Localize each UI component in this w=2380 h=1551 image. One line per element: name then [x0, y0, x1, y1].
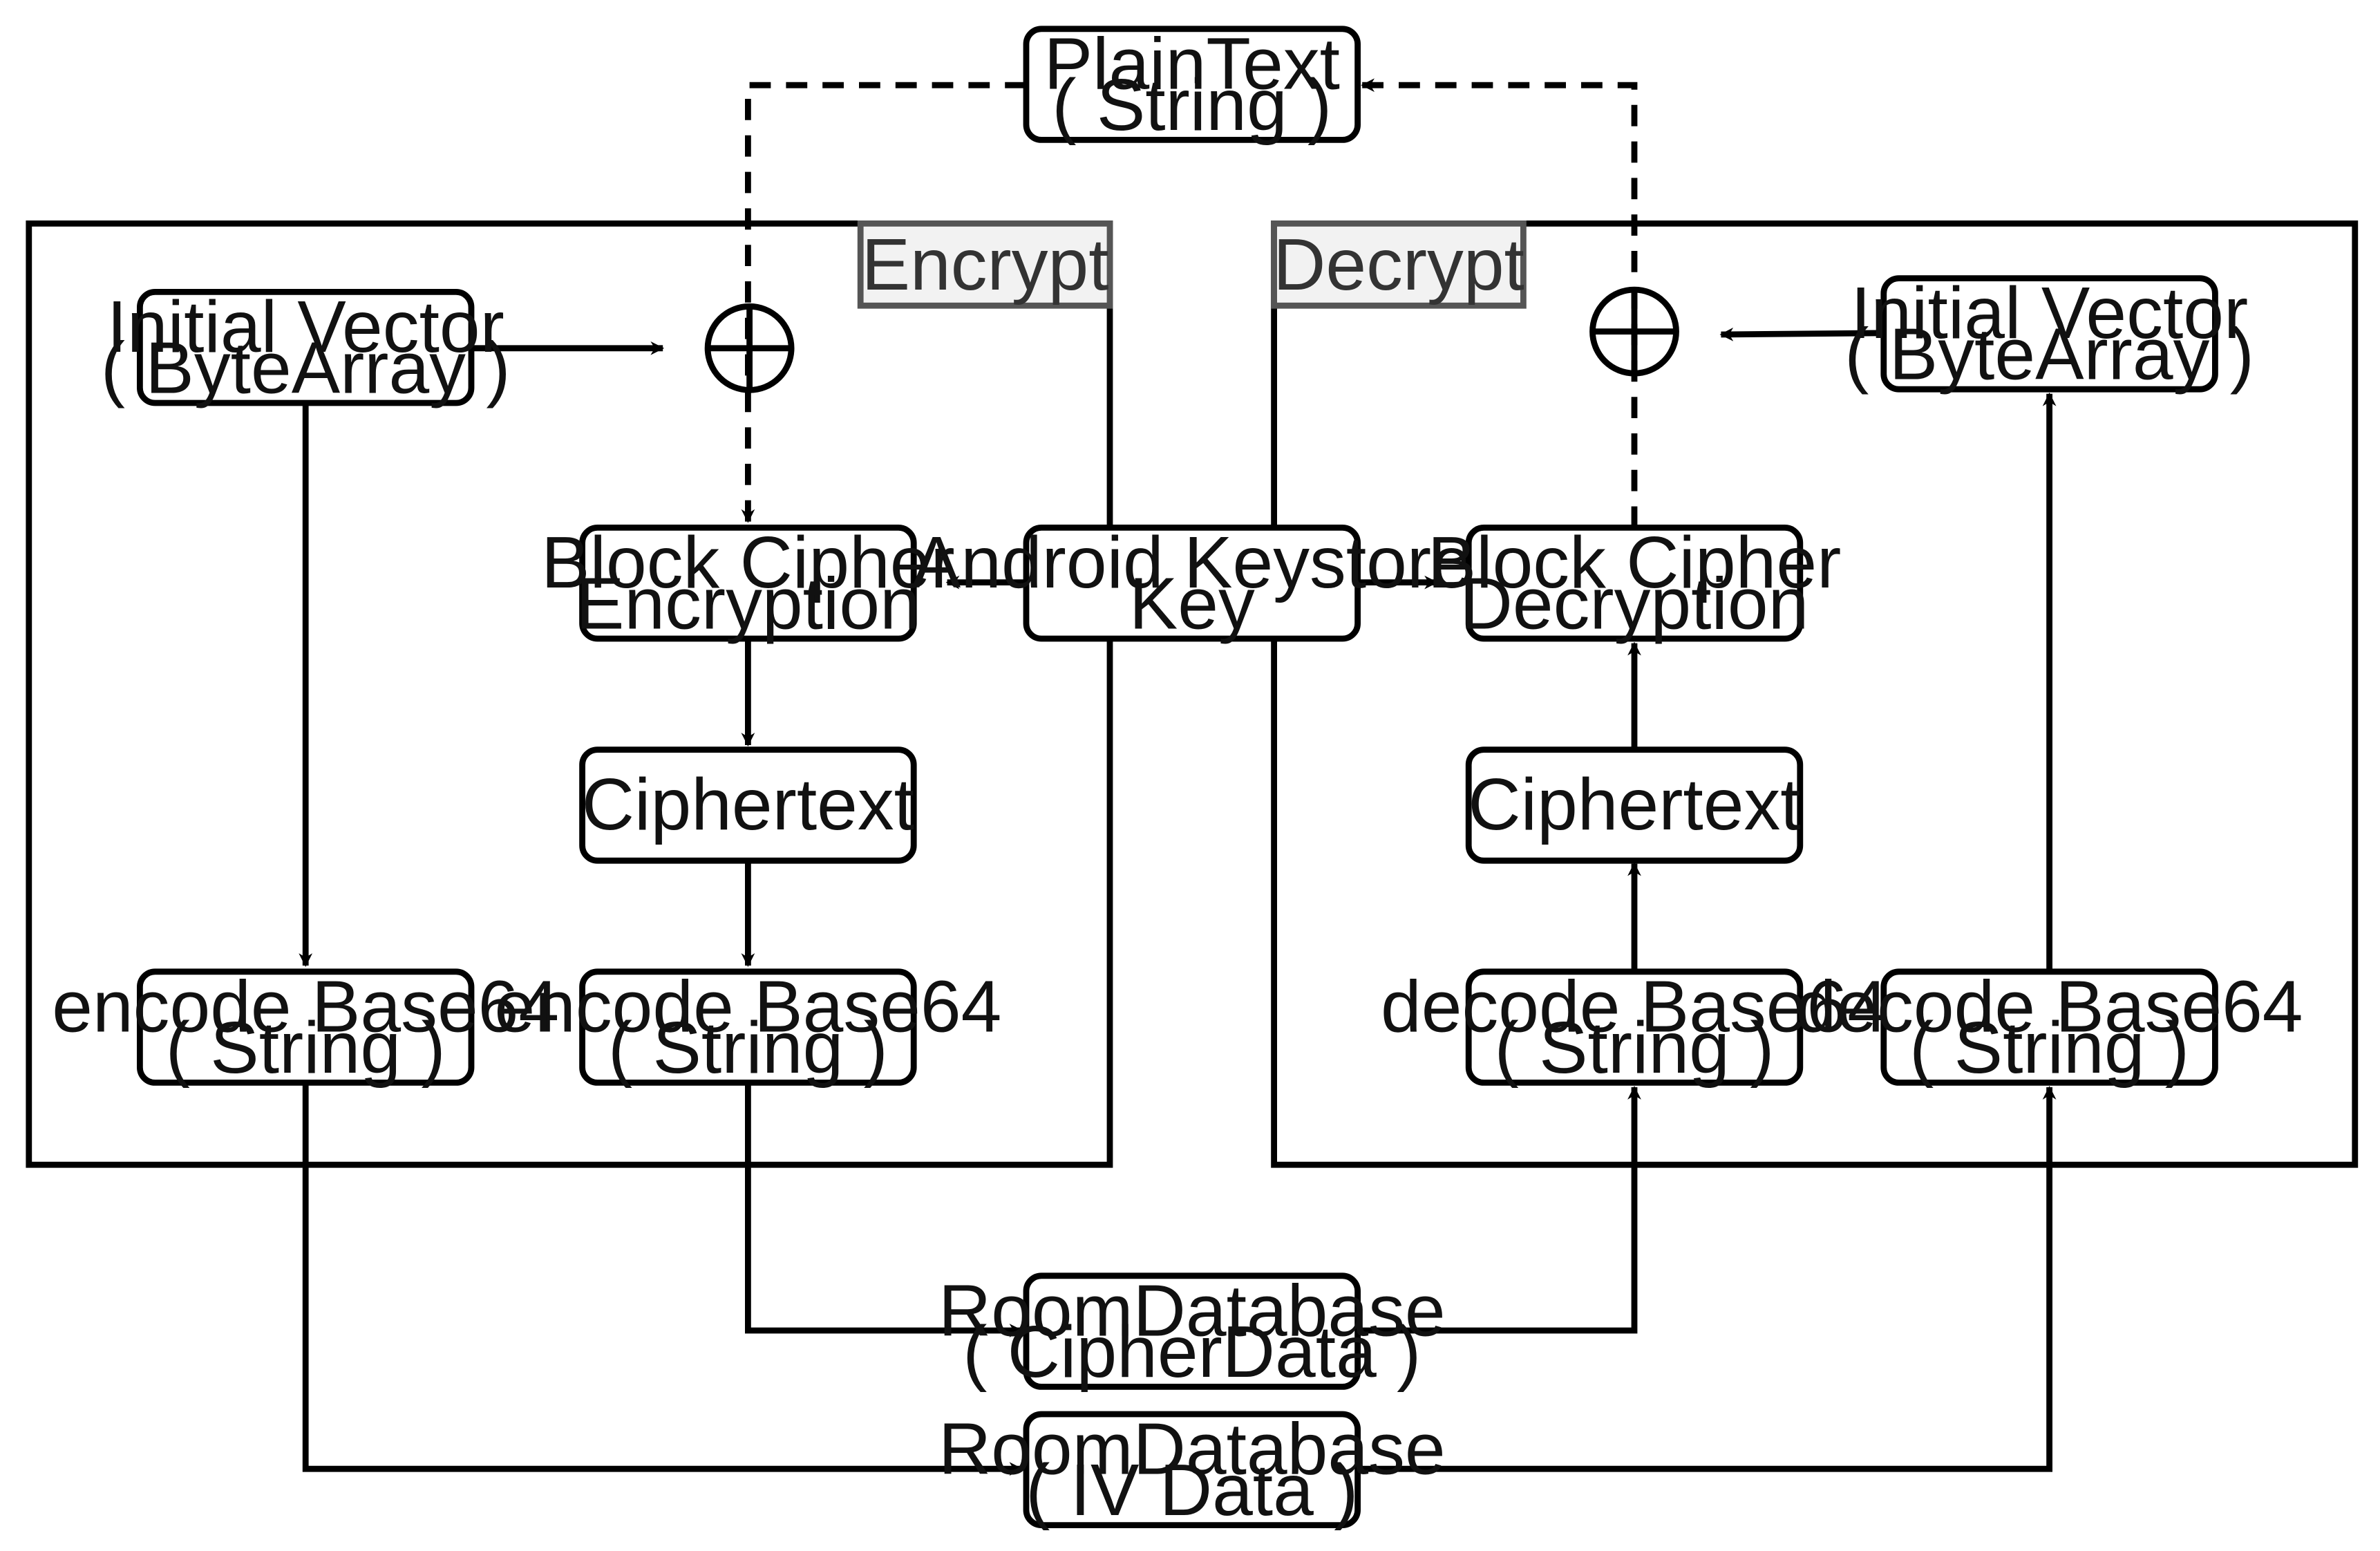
- decrypt-group-frame: [1271, 220, 2359, 1168]
- decode-base64-iv-node: decode Base64 ( String ): [1796, 966, 2303, 1088]
- node-sublabel: ( String ): [1052, 64, 1332, 146]
- encrypt-tab: Encrypt: [857, 220, 1113, 309]
- edge-iv-to-xor-decrypt: [1719, 327, 1884, 341]
- node-sublabel: Decryption: [1460, 563, 1809, 644]
- node-label: Initial Vector: [107, 286, 504, 368]
- node-label: PlainText: [1044, 23, 1340, 104]
- block-cipher-encryption-node: Block Cipher Encryption: [541, 522, 955, 644]
- edge-block-decryption-to-plaintext: [1361, 78, 1638, 528]
- node-sublabel: ( String ): [608, 1007, 888, 1089]
- node-sublabel: ( ByteArray ): [101, 327, 511, 408]
- node-label: encode Base64: [494, 966, 1001, 1047]
- roomdatabase-ivdata-node: RoomDatabase ( IV Data ): [938, 1409, 1446, 1531]
- node-label: Android Keystore: [912, 522, 1472, 603]
- initial-vector-decrypt-node: Initial Vector ( ByteArray ): [1844, 272, 2254, 395]
- node-label: RoomDatabase: [938, 1409, 1446, 1490]
- node-label: decode Base64: [1381, 966, 1888, 1047]
- ciphertext-decrypt-node: Ciphertext: [1465, 746, 1804, 864]
- initial-vector-encrypt-node: Initial Vector ( ByteArray ): [101, 286, 511, 408]
- node-label: Block Cipher: [1428, 522, 1842, 603]
- ciphertext-encrypt-node: Ciphertext: [579, 746, 917, 864]
- block-cipher-decryption-node: Block Cipher Decryption: [1428, 522, 1842, 644]
- roomdatabase-cipherdata-node: RoomDatabase ( CipherData ): [938, 1270, 1446, 1392]
- node-label: encode Base64: [52, 966, 559, 1047]
- decrypt-tab: Decrypt: [1271, 220, 1527, 309]
- plaintext-node: PlainText ( String ): [1023, 23, 1361, 146]
- android-keystore-key-node: Android Keystore Key: [912, 522, 1472, 644]
- node-label: Ciphertext: [582, 764, 914, 845]
- node-sublabel: ( String ): [166, 1007, 446, 1089]
- node-label: decode Base64: [1796, 966, 2303, 1047]
- node-label: Block Cipher: [541, 522, 955, 603]
- xor-operator-encrypt-icon: [704, 303, 795, 393]
- edge-encode-cipher-to-roomdatabase-cipherdata: [745, 1082, 1023, 1337]
- node-sublabel: ( ByteArray ): [1844, 314, 2254, 395]
- xor-operator-decrypt-icon: [1589, 286, 1679, 377]
- edge-roomdatabase-ivdata-to-decode-base64: [1357, 1086, 2057, 1472]
- encrypt-group-frame: [26, 220, 1113, 1168]
- node-sublabel: ( CipherData ): [963, 1311, 1421, 1393]
- node-sublabel: ( String ): [1495, 1007, 1775, 1089]
- node-sublabel: Key: [1129, 563, 1255, 644]
- node-sublabel: ( String ): [1909, 1007, 2189, 1089]
- decode-base64-cipher-node: decode Base64 ( String ): [1381, 966, 1888, 1088]
- node-sublabel: Encryption: [576, 563, 920, 644]
- decrypt-tab-label: Decrypt: [1273, 224, 1524, 306]
- edge-plaintext-to-block-encryption: [741, 82, 1027, 523]
- node-label: Initial Vector: [1851, 272, 2248, 354]
- encode-base64-cipher-node: encode Base64 ( String ): [494, 966, 1001, 1088]
- encrypt-tab-label: Encrypt: [862, 224, 1109, 306]
- encode-base64-iv-node: encode Base64 ( String ): [52, 966, 559, 1088]
- edge-roomdatabase-cipherdata-to-decode-base64: [1357, 1086, 1641, 1334]
- node-sublabel: ( IV Data ): [1026, 1449, 1358, 1531]
- edge-encode-iv-to-roomdatabase-ivdata: [302, 1082, 1023, 1476]
- node-label: RoomDatabase: [938, 1270, 1446, 1351]
- node-label: Ciphertext: [1468, 764, 1800, 845]
